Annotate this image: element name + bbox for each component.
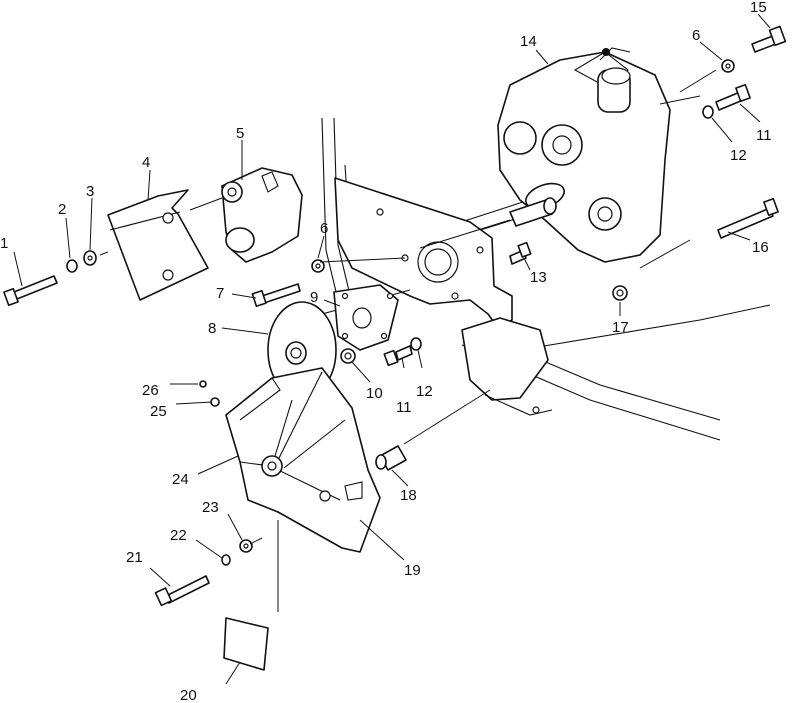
spacer — [375, 445, 407, 471]
callout-6-right: 6 — [692, 27, 700, 44]
belt-guard — [225, 367, 381, 553]
callout-26: 26 — [142, 382, 159, 399]
callout-11-lower: 11 — [396, 399, 412, 416]
callout-14: 14 — [520, 33, 537, 50]
bolt-11-lower — [383, 345, 413, 367]
callout-18: 18 — [400, 487, 417, 504]
callout-8: 8 — [208, 320, 216, 337]
callout-22: 22 — [170, 527, 187, 544]
callout-21: 21 — [126, 549, 143, 566]
callout-17: 17 — [612, 319, 629, 336]
callout-12-lower: 12 — [416, 383, 433, 400]
callout-1: 1 — [0, 235, 8, 252]
decal — [223, 617, 269, 671]
bolt-11-upper — [715, 83, 751, 111]
callout-9: 9 — [310, 289, 318, 306]
callout-11-upper: 11 — [756, 127, 772, 144]
gasket — [333, 284, 399, 351]
callout-2: 2 — [58, 201, 66, 218]
callout-3: 3 — [86, 183, 94, 200]
callout-7: 7 — [216, 285, 224, 302]
callout-12-upper: 12 — [730, 147, 747, 164]
bolt-21 — [154, 575, 210, 607]
callout-6-left: 6 — [320, 220, 328, 237]
callout-16: 16 — [752, 239, 769, 256]
cover-plate — [107, 189, 209, 301]
assembly-lines — [99, 69, 717, 612]
callout-23: 23 — [202, 499, 219, 516]
bolt-13 — [509, 241, 532, 265]
callout-20: 20 — [180, 687, 197, 703]
callout-10: 10 — [366, 385, 383, 402]
bolt-15 — [751, 25, 787, 53]
bolt-1 — [3, 275, 58, 307]
callout-19: 19 — [404, 562, 421, 579]
lower-bracket — [461, 317, 553, 416]
bolt-7 — [251, 283, 301, 308]
callout-24: 24 — [172, 471, 189, 488]
gearcase — [497, 47, 671, 263]
callout-15: 15 — [750, 0, 767, 16]
callout-4: 4 — [142, 154, 150, 171]
callout-leaders — [13, 13, 771, 685]
callout-13: 13 — [530, 269, 547, 286]
washers-and-nuts — [66, 59, 735, 566]
bolt-16 — [717, 197, 779, 239]
callout-5: 5 — [236, 125, 244, 142]
coupler-block — [221, 167, 303, 263]
callout-labels: 1 2 3 4 5 6 6 7 8 9 10 11 11 12 12 13 14… — [0, 0, 772, 703]
callout-25: 25 — [150, 403, 167, 420]
